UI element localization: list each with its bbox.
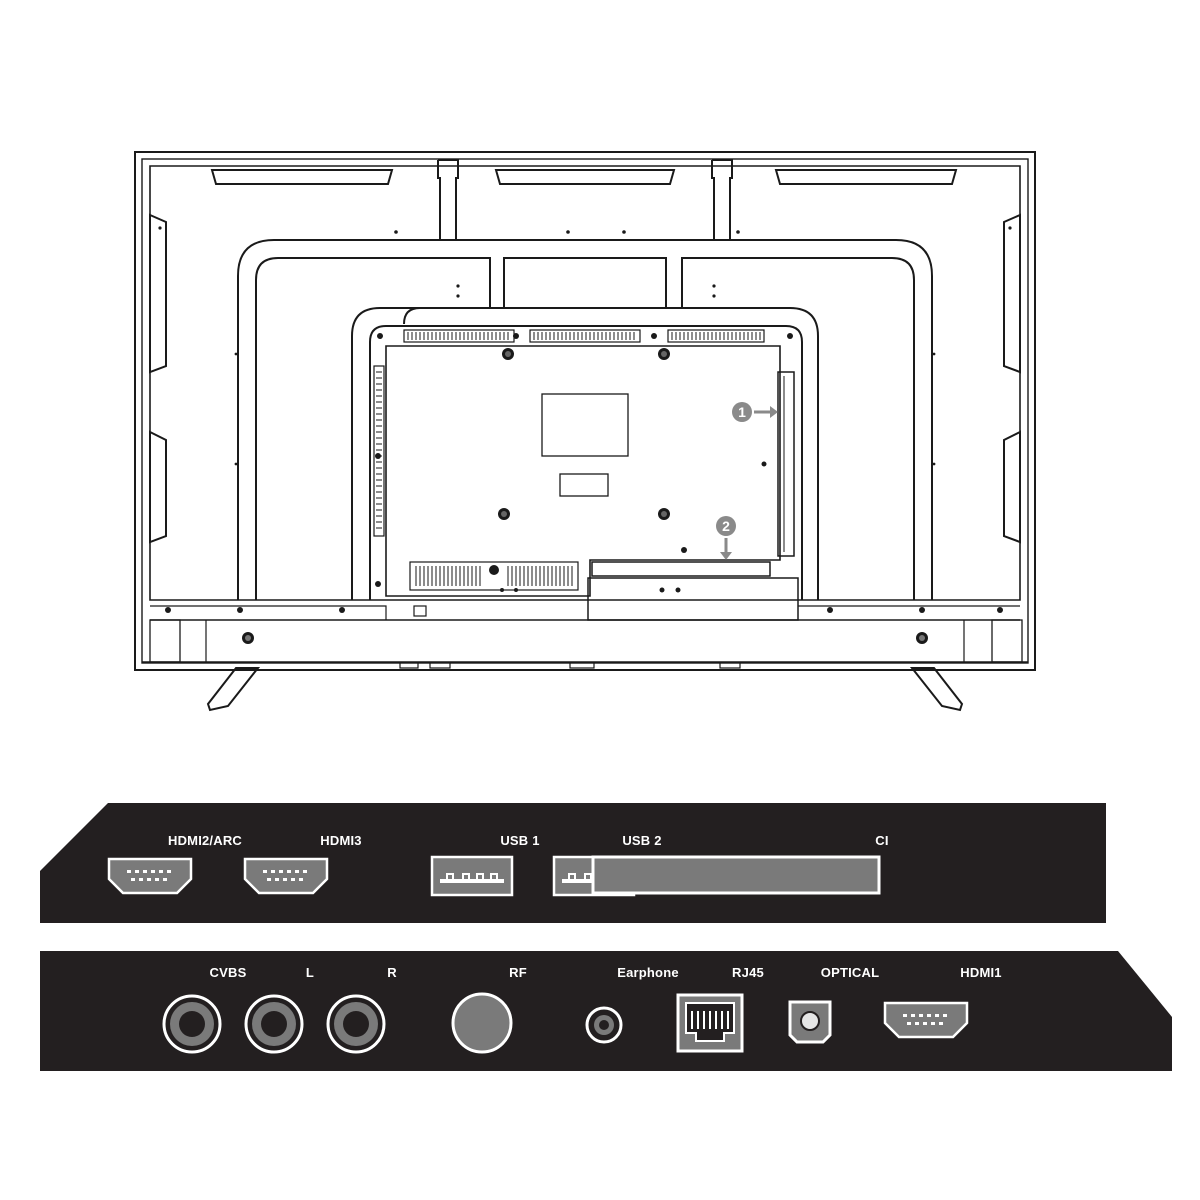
headphone-jack-icon	[585, 1006, 623, 1044]
hdmi-port-icon	[883, 1001, 969, 1039]
port-hdmi3: HDMI3	[243, 833, 396, 913]
port-label: CVBS	[209, 965, 247, 980]
port-optical: OPTICAL	[788, 965, 890, 1065]
port-rf: RF	[451, 965, 554, 1065]
top-connector-panel: HDMI2/ARC HDMI3 USB 1 USB 2	[0, 795, 1200, 935]
port-label: CI	[875, 833, 889, 848]
port-usb1: USB 1	[430, 833, 568, 913]
callout-1: 1	[732, 402, 778, 422]
usb-port-icon	[430, 855, 514, 897]
port-hdmi2-arc: HDMI2/ARC	[107, 833, 260, 913]
bottom-connector-panel: CVBS L R RF Earphone	[0, 945, 1200, 1085]
callout-2-number: 2	[722, 518, 730, 534]
left-stand	[206, 667, 261, 712]
port-label: HDMI3	[320, 833, 362, 848]
port-label: USB 1	[500, 833, 540, 848]
port-label: L	[305, 965, 315, 980]
ethernet-port-icon	[676, 993, 744, 1053]
port-label: OPTICAL	[820, 965, 880, 980]
callout-2: 2	[716, 516, 736, 560]
port-label: HDMI1	[960, 965, 1002, 980]
rca-jack-icon	[326, 994, 386, 1054]
port-rj45: RJ45	[676, 965, 786, 1065]
port-cvbs: CVBS	[162, 965, 264, 1065]
rca-jack-icon	[162, 994, 222, 1054]
rca-jack-icon	[244, 994, 304, 1054]
tv-rear-diagram: 1 2	[134, 151, 1036, 712]
tv-outer-frame	[134, 151, 1036, 671]
port-label: RJ45	[732, 965, 764, 980]
port-label: R	[387, 965, 397, 980]
optical-port-icon	[788, 1000, 832, 1044]
callout-1-number: 1	[738, 404, 746, 420]
hdmi-port-icon	[243, 857, 329, 895]
ci-slot-icon	[591, 855, 881, 895]
port-label: Earphone	[617, 965, 679, 980]
hdmi-port-icon	[107, 857, 193, 895]
port-audio-r: R	[326, 965, 428, 1065]
right-stand	[909, 667, 964, 712]
port-ci: CI	[591, 833, 1028, 913]
rf-coax-icon	[451, 992, 513, 1054]
port-hdmi1: HDMI1	[883, 965, 1036, 1065]
port-label: USB 2	[622, 833, 662, 848]
port-earphone: Earphone	[585, 965, 692, 1065]
port-label: RF	[509, 965, 527, 980]
port-audio-l: L	[244, 965, 346, 1065]
port-label: HDMI2/ARC	[167, 833, 243, 848]
